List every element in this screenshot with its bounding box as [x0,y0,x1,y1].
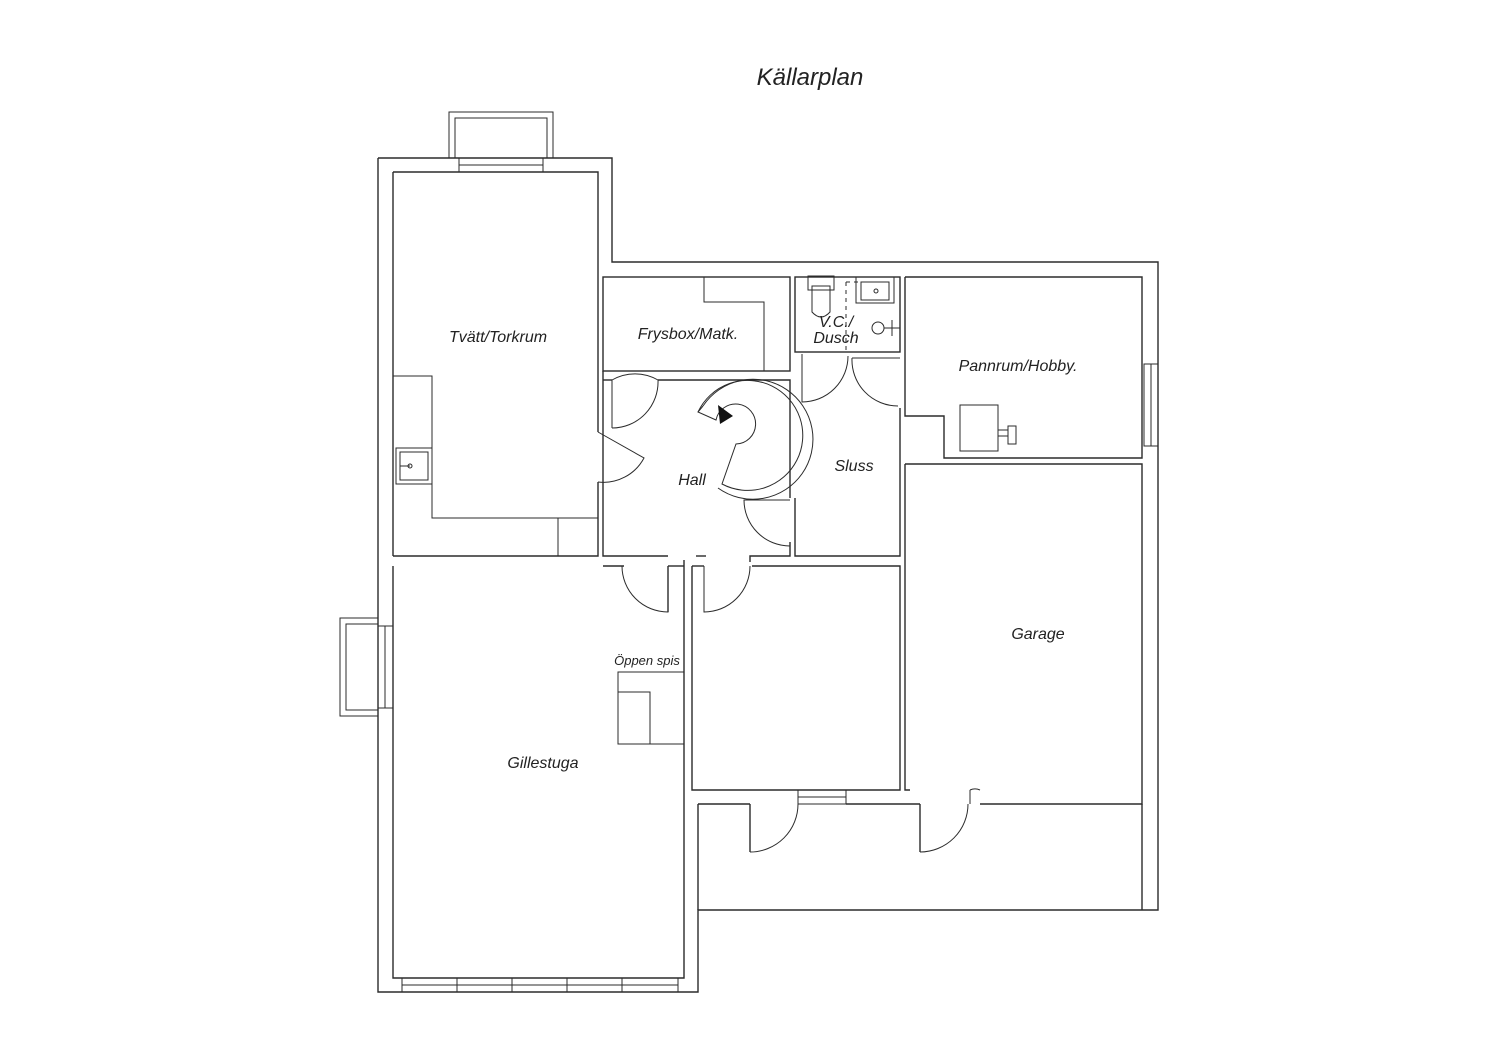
room-sluss-walls [794,354,901,557]
room-hall-walls [602,371,791,562]
exterior-walls [377,157,1159,993]
label-tvatt: Tvätt/Torkrum [449,329,547,346]
label-sluss: Sluss [834,458,873,475]
hall-lower-doors [603,565,751,613]
room-vc-walls [794,275,901,353]
label-gillestuga: Gillestuga [507,755,578,772]
label-garage: Garage [1011,626,1064,643]
label-vc-line2: Dusch [813,330,858,347]
label-hall: Hall [678,472,706,489]
label-vc-line1: V.C./ [819,314,855,331]
room-middle-walls [691,565,901,805]
window-bay-top [448,111,554,173]
window-bottom [401,977,679,993]
plan-title: Källarplan [757,64,864,91]
label-oppen-spis: Öppen spis [614,653,680,668]
label-pannrum: Pannrum/Hobby. [959,358,1078,375]
room-garage-walls [904,463,1143,805]
room-pannrum-walls [904,276,1143,459]
spiral-stair [697,378,814,500]
stair-arrow-icon [718,405,733,424]
fireplace [617,671,684,745]
room-tvatt-walls [393,276,645,557]
room-frysbox-walls [602,276,791,372]
window-right [1143,363,1159,447]
room-bottom-corridor [697,788,1143,910]
label-frysbox: Frysbox/Matk. [638,326,738,343]
window-bay-left [339,617,394,717]
